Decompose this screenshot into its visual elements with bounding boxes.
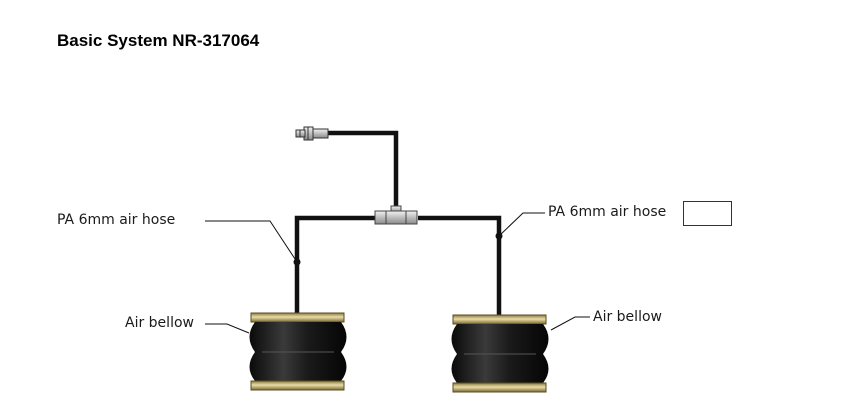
right-hose (418, 215, 502, 318)
air-inlet-valve-icon (295, 126, 329, 141)
label-bellow-right: Air bellow (593, 309, 662, 325)
supply-hose (328, 130, 399, 211)
leader-lines (205, 212, 590, 334)
label-bellow-left: Air bellow (125, 315, 194, 331)
diagram-title: Basic System NR-317064 (57, 31, 260, 50)
label-hose-left: PA 6mm air hose (57, 212, 176, 228)
label-hose-right: PA 6mm air hose (548, 204, 667, 220)
t-connector-icon (374, 205, 418, 225)
left-hose (294, 215, 378, 318)
part-number-box (683, 201, 732, 226)
air-bellow-icon (249, 312, 347, 391)
air-bellow-icon (451, 314, 549, 393)
air-hose-network (294, 130, 502, 318)
